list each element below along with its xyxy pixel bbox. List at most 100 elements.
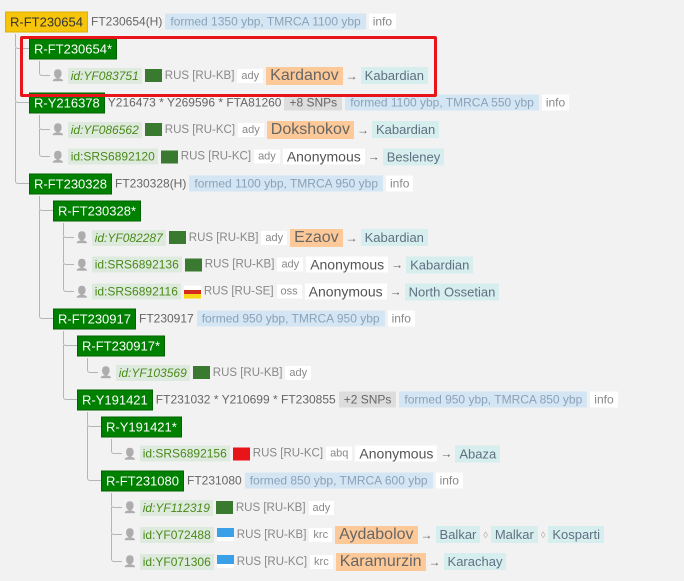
sample-id[interactable]: id:SRS6892136 [91, 256, 182, 273]
surname: Anonymous [355, 445, 438, 462]
clade-label[interactable]: R-FT230328 [29, 173, 112, 194]
clade-label[interactable]: R-Y191421 [77, 389, 153, 410]
clade-label[interactable]: R-FT231080 [101, 470, 184, 491]
flag-adygea-icon [192, 366, 210, 379]
more-snps-badge[interactable]: +8 SNPs [284, 94, 343, 111]
person-icon: 👤 [123, 502, 137, 514]
arrow-icon: → [345, 230, 358, 245]
person-icon: 👤 [51, 151, 65, 163]
tree-connector [39, 224, 40, 251]
tree-connector [39, 115, 50, 130]
snp-list: FT230328(H) [114, 176, 187, 191]
sample-id[interactable]: id:YF112319 [139, 499, 213, 516]
clade-label[interactable]: R-Y216378 [29, 92, 105, 113]
language-code: ady [277, 257, 304, 272]
flag-adygea-icon [160, 150, 178, 163]
tree-connector [39, 196, 54, 211]
info-link[interactable]: info [590, 391, 618, 408]
clade-label[interactable]: R-FT230917 [53, 308, 136, 329]
sample-id[interactable]: id:YF082287 [91, 229, 166, 246]
tree-connector [87, 412, 102, 427]
sample-id[interactable]: id:SRS6892120 [67, 148, 158, 165]
tree-connector [39, 304, 54, 319]
clade-label[interactable]: R-FT230917* [77, 335, 166, 356]
person-icon: 👤 [51, 70, 65, 82]
country-region: RUS [RU-KC] [252, 447, 324, 460]
country-region: RUS [RU-KB] [164, 69, 235, 82]
sample-id[interactable]: id:SRS6892156 [139, 445, 230, 462]
row-content: R-FT230654* [29, 38, 118, 59]
ethnicity: Balkar [435, 526, 481, 543]
clade-label[interactable]: R-FT230654 [5, 11, 88, 32]
info-link[interactable]: info [387, 310, 415, 327]
info-link[interactable]: info [368, 13, 397, 30]
person-icon: 👤 [123, 529, 137, 541]
language-code: abq [326, 446, 353, 461]
arrow-icon: → [367, 149, 380, 164]
tree-connector [87, 466, 102, 481]
arrow-icon: → [345, 68, 358, 83]
ethnicity: Malkar [490, 526, 538, 543]
person-icon: 👤 [75, 286, 89, 298]
person-icon: 👤 [123, 448, 137, 460]
flag-ossetia-icon [183, 285, 201, 298]
country-region: RUS [RU-KB] [235, 501, 306, 514]
surname: Dokshokov [266, 120, 354, 139]
tree-connector [87, 426, 88, 440]
sample-id[interactable]: id:YF083751 [67, 67, 142, 84]
arrow-icon: → [420, 527, 433, 542]
language-code: ady [261, 230, 288, 245]
person-icon: 👤 [51, 124, 65, 136]
language-code: ady [238, 122, 264, 137]
flag-adygea-icon [184, 258, 202, 271]
info-link[interactable]: info [435, 472, 463, 489]
tree-connector [63, 385, 78, 400]
age-estimate: formed 1350 ybp, TMRCA 1100 ybp [165, 13, 366, 30]
surname: Anonymous [304, 283, 387, 300]
highlight-box [20, 36, 437, 97]
clade-label[interactable]: R-FT230654* [29, 38, 118, 59]
surname: Karamurzin [335, 552, 426, 571]
tree-connector [111, 520, 122, 535]
sample-id[interactable]: id:YF071306 [139, 553, 214, 570]
tree-connector [15, 102, 16, 116]
row-content: R-FT230917* [77, 335, 166, 356]
snp-list: FT230917 [138, 311, 194, 326]
arrow-icon: → [356, 122, 369, 137]
ethnicity: Kabardian [371, 121, 440, 138]
person-icon: 👤 [75, 232, 89, 244]
arrow-icon: → [391, 257, 404, 272]
sample-id[interactable]: id:YF072488 [139, 526, 214, 543]
tree-connector [111, 534, 112, 548]
clade-label[interactable]: R-Y191421* [101, 416, 182, 437]
country-region: RUS [RU-KB] [188, 231, 259, 244]
clade-label[interactable]: R-FT230328* [53, 200, 142, 221]
separator-icon: ◊ [540, 529, 546, 540]
tree-connector [15, 169, 30, 184]
country-region: RUS [RU-KB] [212, 366, 283, 379]
info-link[interactable]: info [541, 94, 570, 111]
snp-list: FT231080 [186, 473, 242, 488]
sample-id[interactable]: id:YF103569 [115, 364, 190, 381]
age-estimate: formed 1100 ybp, TMRCA 950 ybp [189, 175, 384, 192]
snp-list: Y216473 * Y269596 * FTA81260 [107, 95, 282, 110]
sample-id[interactable]: id:YF086562 [67, 121, 142, 138]
more-snps-badge[interactable]: +2 SNPs [338, 391, 397, 408]
sample-id[interactable]: id:SRS6892116 [91, 283, 181, 300]
info-link[interactable]: info [386, 175, 414, 192]
